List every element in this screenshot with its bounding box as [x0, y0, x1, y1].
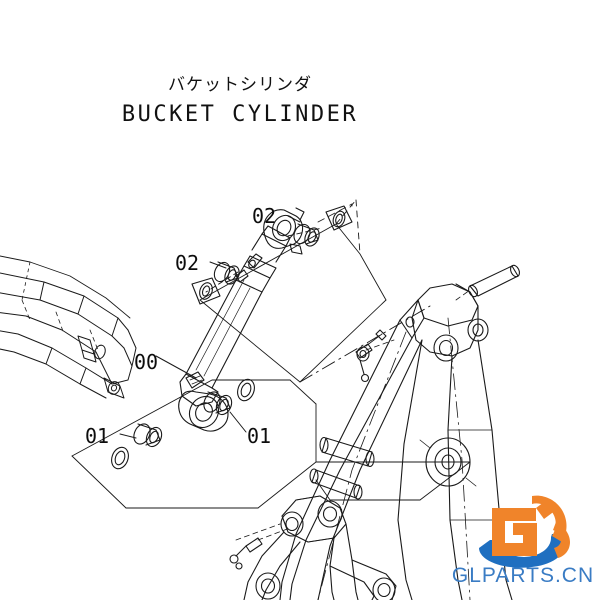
- callout-leader-lines: [119, 215, 301, 439]
- part-01-seal-left: [111, 446, 129, 470]
- callout-01-left: 01: [85, 424, 110, 448]
- part-02-bushing-upper: [293, 223, 320, 247]
- glparts-excavator-gear-logo: [479, 495, 570, 568]
- glparts-logo-text: GLPARTS.CN: [451, 564, 595, 587]
- part-01-bushing-left: [133, 423, 163, 448]
- left-arm-partial: [0, 255, 137, 399]
- bucket-cylinder-body: [178, 207, 305, 432]
- part-02-bushing-left: [213, 261, 240, 285]
- part-01-bushing-right: [203, 391, 233, 416]
- callout-00: 00: [134, 350, 159, 374]
- part-02-seal-plate-upper: [325, 205, 353, 231]
- part-01-seal-right: [237, 378, 255, 402]
- callout-02-top: 02: [252, 204, 277, 228]
- excavator-arm-icon: [492, 495, 570, 558]
- callout-02-left: 02: [175, 251, 200, 275]
- lower-linkage-assembly: [229, 468, 397, 600]
- glparts-watermark: GLPARTS.CN: [448, 492, 598, 597]
- part-02-seal-plate-left: [191, 277, 221, 305]
- callout-01-right: 01: [247, 424, 272, 448]
